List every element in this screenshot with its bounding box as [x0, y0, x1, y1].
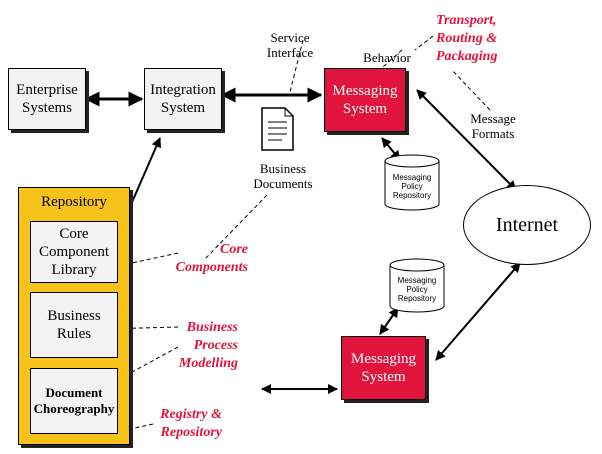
- policy-repo-top-cylinder: [384, 154, 440, 211]
- core-component-library-box: Core Component Library: [30, 221, 118, 283]
- service-interface-label: Service Interface: [266, 30, 314, 60]
- callout-line-process: [111, 346, 179, 384]
- business-rules-label: Business Rules: [47, 308, 101, 342]
- callout-line-behavior: [365, 49, 403, 83]
- document-choreography-box: Document Choreography: [30, 368, 118, 434]
- transport-routing-callout: Transport, Routing & Packaging: [436, 13, 498, 64]
- document-choreography-label: Document Choreography: [33, 385, 115, 416]
- internet-node: Internet: [463, 185, 591, 265]
- message-formats-label: Message Formats: [470, 111, 516, 141]
- business-rules-box: Business Rules: [30, 292, 118, 358]
- messaging-system-top-box: Messaging System: [324, 68, 406, 132]
- policy-repo-bottom-cylinder: [389, 258, 445, 313]
- business-process-modelling-callout: Business Process Modelling: [178, 320, 238, 371]
- enterprise-systems-box: Enterprise Systems: [8, 68, 86, 130]
- arrow-messaging-policy-bottom: [379, 307, 399, 335]
- core-components-callout: Core Components: [175, 242, 248, 275]
- core-component-library-label: Core Component Library: [39, 226, 109, 278]
- internet-label: Internet: [495, 213, 559, 236]
- callout-line-registry: [89, 423, 154, 439]
- arrow-messaging-internet-bottom: [435, 262, 521, 361]
- repository-title: Repository: [41, 194, 107, 210]
- business-documents-label: Business Documents: [253, 161, 313, 191]
- policy-repo-top-label: Messaging Policy Repository: [392, 173, 432, 200]
- enterprise-systems-label: Enterprise Systems: [16, 82, 78, 116]
- callout-line-business-rules: [103, 326, 179, 330]
- policy-repo-bottom-label: Messaging Policy Repository: [397, 276, 437, 303]
- messaging-system-bottom-box: Messaging System: [341, 336, 426, 400]
- callout-line-service-interface: [289, 39, 304, 93]
- integration-system-label: Integration System: [150, 82, 216, 116]
- messaging-system-bottom-label: Messaging System: [351, 351, 416, 385]
- integration-system-box: Integration System: [144, 68, 222, 130]
- behavior-label: Behavior: [363, 50, 411, 65]
- document-icon: [261, 107, 294, 151]
- messaging-system-top-label: Messaging System: [332, 83, 398, 117]
- callout-line-documents: [203, 194, 268, 261]
- arrow-messaging-internet-top: [416, 89, 517, 191]
- repository-container: Repository Core Component Library Busine…: [18, 187, 130, 445]
- callout-line-message-formats: [451, 69, 491, 111]
- callout-line-transport: [414, 35, 434, 51]
- registry-repository-callout: Registry & Repository: [160, 407, 222, 440]
